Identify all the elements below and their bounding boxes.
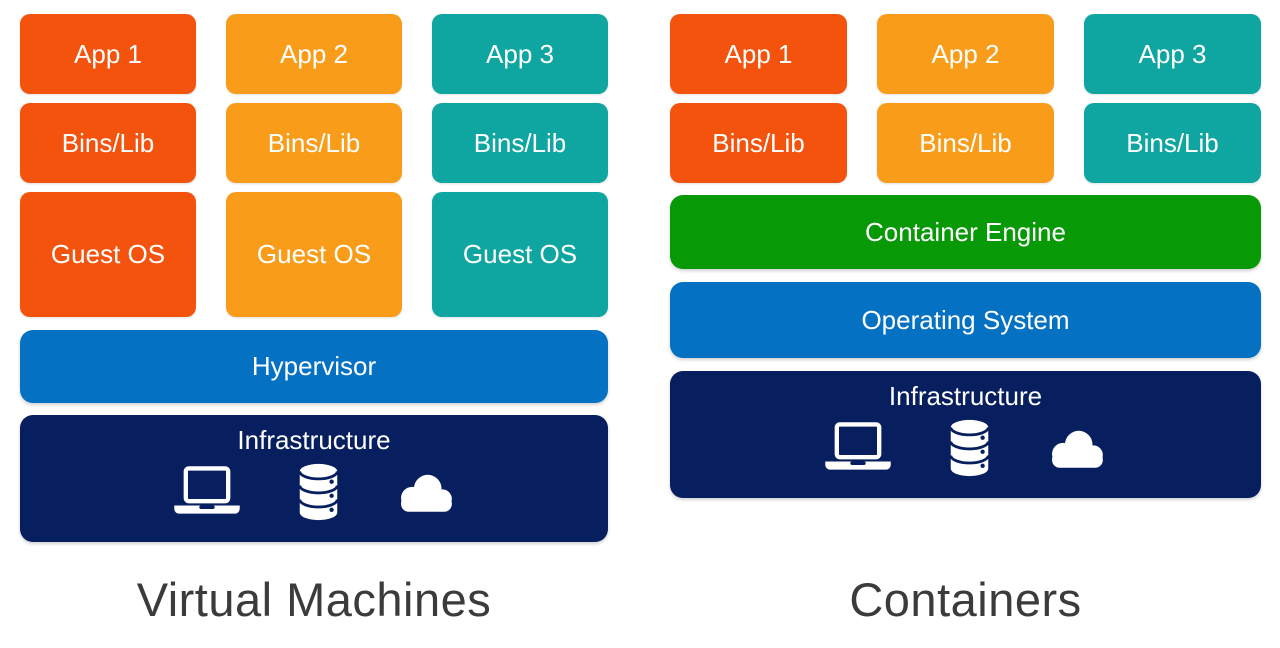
vm-stack-grid: App 1 App 2 App 3 Bins/Lib Bins/Lib Bins…: [20, 14, 608, 317]
ct-infrastructure-bar: Infrastructure: [670, 371, 1261, 498]
virtual-machines-caption: Virtual Machines: [136, 573, 492, 626]
ct-app1-block: App 1: [670, 14, 847, 94]
vm-guestos3-block: Guest OS: [432, 192, 608, 317]
vm-infrastructure-icons: [20, 462, 608, 522]
vm-guestos1-block: Guest OS: [20, 192, 196, 317]
container-engine-bar: Container Engine: [670, 195, 1261, 269]
ct-app3-block: App 3: [1084, 14, 1261, 94]
ct-app2-block: App 2: [877, 14, 1054, 94]
vm-app3-block: App 3: [432, 14, 608, 94]
laptop-icon: [823, 421, 893, 474]
operating-system-bar: Operating System: [670, 282, 1261, 358]
vm-infrastructure-label: Infrastructure: [237, 425, 391, 455]
vm-binslib2-block: Bins/Lib: [226, 103, 402, 183]
containers-panel: App 1 App 2 App 3 Bins/Lib Bins/Lib Bins…: [670, 0, 1261, 628]
virtual-machines-panel: App 1 App 2 App 3 Bins/Lib Bins/Lib Bins…: [20, 0, 608, 628]
vm-app1-block: App 1: [20, 14, 196, 94]
ct-infrastructure-icons: [670, 418, 1261, 478]
cloud-icon: [395, 470, 457, 514]
ct-binslib2-block: Bins/Lib: [877, 103, 1054, 183]
vm-binslib1-block: Bins/Lib: [20, 103, 196, 183]
database-icon: [945, 418, 994, 478]
cloud-icon: [1046, 426, 1108, 470]
vm-binslib3-block: Bins/Lib: [432, 103, 608, 183]
vm-infrastructure-bar: Infrastructure: [20, 415, 608, 542]
ct-binslib3-block: Bins/Lib: [1084, 103, 1261, 183]
hypervisor-bar: Hypervisor: [20, 330, 608, 403]
database-icon: [294, 462, 343, 522]
ct-binslib1-block: Bins/Lib: [670, 103, 847, 183]
laptop-icon: [172, 465, 242, 518]
ct-infrastructure-label: Infrastructure: [888, 381, 1043, 411]
containers-stack-grid: App 1 App 2 App 3 Bins/Lib Bins/Lib Bins…: [670, 14, 1261, 183]
vm-guestos2-block: Guest OS: [226, 192, 402, 317]
vm-app2-block: App 2: [226, 14, 402, 94]
containers-caption: Containers: [849, 573, 1082, 626]
